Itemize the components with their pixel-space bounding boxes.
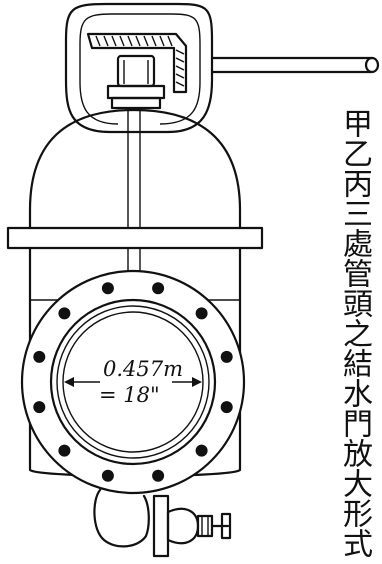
figure-caption: 甲乙丙三處管頭之結水門放大形式 bbox=[337, 108, 372, 558]
flange-bolt bbox=[220, 401, 233, 414]
valve-body bbox=[28, 108, 242, 230]
flange-bolt bbox=[101, 469, 114, 482]
horizontal-band bbox=[6, 226, 264, 250]
flange-bolt bbox=[58, 307, 71, 320]
flange-bolt bbox=[101, 282, 114, 295]
pipe-flange bbox=[20, 269, 246, 495]
flange-bolt bbox=[33, 350, 46, 363]
dimension-imperial-label: = 18" bbox=[99, 383, 160, 407]
flange-bolt bbox=[58, 444, 71, 457]
flange-bolt bbox=[195, 444, 208, 457]
dimension-arrow bbox=[64, 377, 202, 387]
bonnet-yoke bbox=[64, 2, 214, 134]
flange-bolt bbox=[152, 469, 165, 482]
drain-cock bbox=[93, 488, 232, 558]
operating-shaft bbox=[210, 56, 380, 74]
flange-bolts bbox=[33, 282, 233, 482]
flange-bolt bbox=[152, 282, 165, 295]
dimension-metric-label: 0.457m bbox=[103, 357, 183, 381]
bevel-gear bbox=[86, 32, 188, 94]
flange-bolt bbox=[220, 350, 233, 363]
stem-nut bbox=[106, 54, 166, 110]
flange-bolt bbox=[195, 307, 208, 320]
flange-bolt bbox=[33, 401, 46, 414]
